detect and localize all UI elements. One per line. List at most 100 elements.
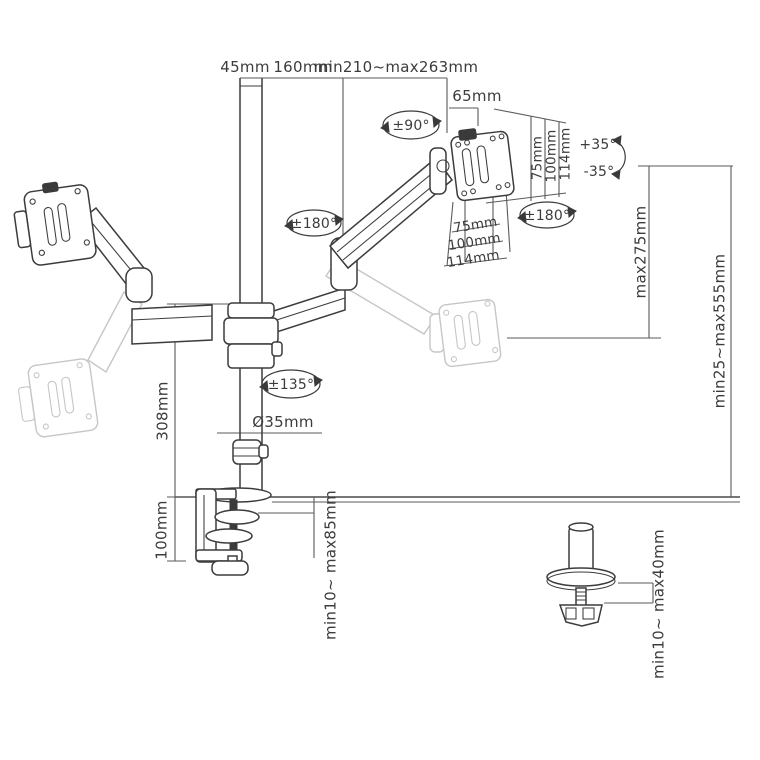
dim-top-offset-label: 45mm — [220, 58, 270, 76]
collar-ring-top — [227, 302, 275, 319]
right-plate-top-clip — [458, 128, 477, 141]
grommet-mount-detail — [546, 522, 616, 627]
clamp-disc-lower — [205, 528, 253, 544]
angle-tilt-up-label: +35° — [579, 137, 616, 153]
elbow-swivel-arc — [286, 209, 342, 237]
desk-clamp — [195, 487, 272, 576]
clamp-t-handle[interactable] — [211, 560, 249, 576]
knob-tab[interactable] — [258, 444, 269, 459]
angle-annotations — [259, 110, 626, 399]
right-gas-arm — [328, 156, 454, 270]
dim-height-range-label: min25~max555mm — [710, 254, 728, 409]
pole-height-dimension — [167, 303, 248, 562]
collar-side-tab[interactable] — [271, 341, 283, 357]
head-swivel-arc — [382, 110, 440, 140]
screw-hole — [489, 135, 496, 142]
dim-vesa-side-100-label: 100mm — [544, 129, 560, 182]
left-arm — [13, 181, 213, 345]
ghost-quick-release — [18, 386, 35, 422]
screw-hole — [498, 133, 505, 140]
angle-arm-swivel-label: ±135° — [268, 377, 314, 393]
dim-head-offset-label: 65mm — [452, 87, 502, 105]
left-elbow-joint — [125, 267, 153, 303]
clamp-screw-rod — [229, 499, 238, 553]
arrowhead — [517, 210, 527, 223]
knob-grooves — [233, 447, 261, 457]
dim-vesa-bottom-75-label: 75mm — [452, 214, 498, 237]
ghost-screw-hole — [85, 413, 92, 420]
ghost-screw-hole — [76, 362, 83, 369]
head-offset-bracket — [449, 107, 479, 126]
lift-range-dimension — [507, 165, 733, 339]
left-link-arm — [131, 304, 213, 345]
height-adjust-knob[interactable] — [232, 439, 269, 465]
screw-hole — [83, 239, 90, 246]
screw-hole — [29, 198, 36, 205]
dim-pole-height-label: 308mm — [153, 381, 171, 440]
top-dimension-bar — [240, 77, 448, 236]
dim-link-arm-label: 160mm — [273, 58, 332, 76]
screw-hole — [455, 141, 462, 148]
dim-clamp-range-label: min10~ max85mm — [321, 490, 339, 640]
head-ball-joint — [436, 159, 450, 173]
grommet-range-bracket — [604, 582, 654, 604]
left-vesa-plate — [13, 181, 97, 266]
arrowhead — [612, 135, 622, 146]
dim-pole-diameter-label: Ø35mm — [252, 413, 314, 431]
dimension-labels: 45mm 160mm min210~max263mm 65mm ±90° ±18… — [152, 58, 728, 679]
screw-hole — [470, 188, 476, 195]
dim-vesa-side-114-label: 114mm — [558, 127, 574, 180]
arrowhead — [432, 116, 442, 129]
screw-hole — [38, 249, 45, 256]
screw-hole — [74, 188, 81, 195]
grommet-threads — [576, 591, 586, 601]
head-joint — [429, 147, 447, 195]
ghost-left-arm — [18, 290, 143, 438]
vesa-rotation-arc — [519, 201, 575, 229]
knob-ring[interactable] — [232, 439, 262, 465]
arrowhead — [611, 169, 621, 180]
arm-swivel-arc — [261, 369, 321, 399]
grommet-nut-wing — [565, 607, 577, 620]
dim-grommet-range-label: min10~ max40mm — [649, 529, 667, 679]
ghost-screw-hole — [443, 309, 450, 316]
angle-vesa-rotation-label: ±180° — [524, 208, 570, 224]
left-vesa-slot — [57, 203, 71, 242]
ghost-right-vesa-plate — [438, 298, 502, 368]
grommet-nut-wing — [582, 607, 595, 620]
left-vesa-slot — [43, 207, 57, 246]
left-link-arm-edge — [131, 315, 213, 321]
grommet-threaded-rod — [575, 587, 587, 607]
angle-elbow-swivel-label: ±180° — [291, 216, 337, 232]
left-quick-release — [13, 210, 32, 249]
right-vesa-slot — [461, 148, 475, 187]
right-vesa-slot — [476, 145, 490, 184]
right-vesa-plate-face — [450, 130, 515, 202]
dim-gas-arm-label: min210~max263mm — [314, 58, 479, 76]
ghost-screw-hole — [42, 423, 49, 430]
left-plate-top-clip — [42, 181, 59, 194]
pole-column — [239, 78, 263, 491]
ghost-left-vesa-slot — [47, 380, 61, 418]
arrowhead — [380, 120, 390, 133]
vesa-side-dimensions — [485, 108, 567, 204]
screw-hole — [504, 182, 511, 188]
dim-lift-range-label: max275mm — [631, 206, 649, 299]
clamp-spine — [195, 488, 217, 563]
screw-hole — [464, 139, 470, 146]
ghost-left-vesa-slot — [61, 376, 75, 414]
dim-vesa-side-75-label: 75mm — [530, 136, 546, 180]
angle-tilt-down-label: -35° — [584, 164, 615, 180]
collar-housing[interactable] — [223, 317, 279, 345]
screw-hole — [461, 190, 468, 197]
right-vesa-plate — [450, 128, 515, 202]
dim-clamp-height-label: 100mm — [152, 500, 170, 559]
collar-ring-bottom — [227, 343, 275, 369]
arrowhead — [284, 218, 294, 231]
screw-hole — [495, 184, 502, 191]
arrowhead — [313, 375, 323, 388]
grommet-wing-nut[interactable] — [558, 604, 603, 627]
right-arm — [257, 128, 515, 340]
ghost-screw-hole — [450, 356, 457, 363]
